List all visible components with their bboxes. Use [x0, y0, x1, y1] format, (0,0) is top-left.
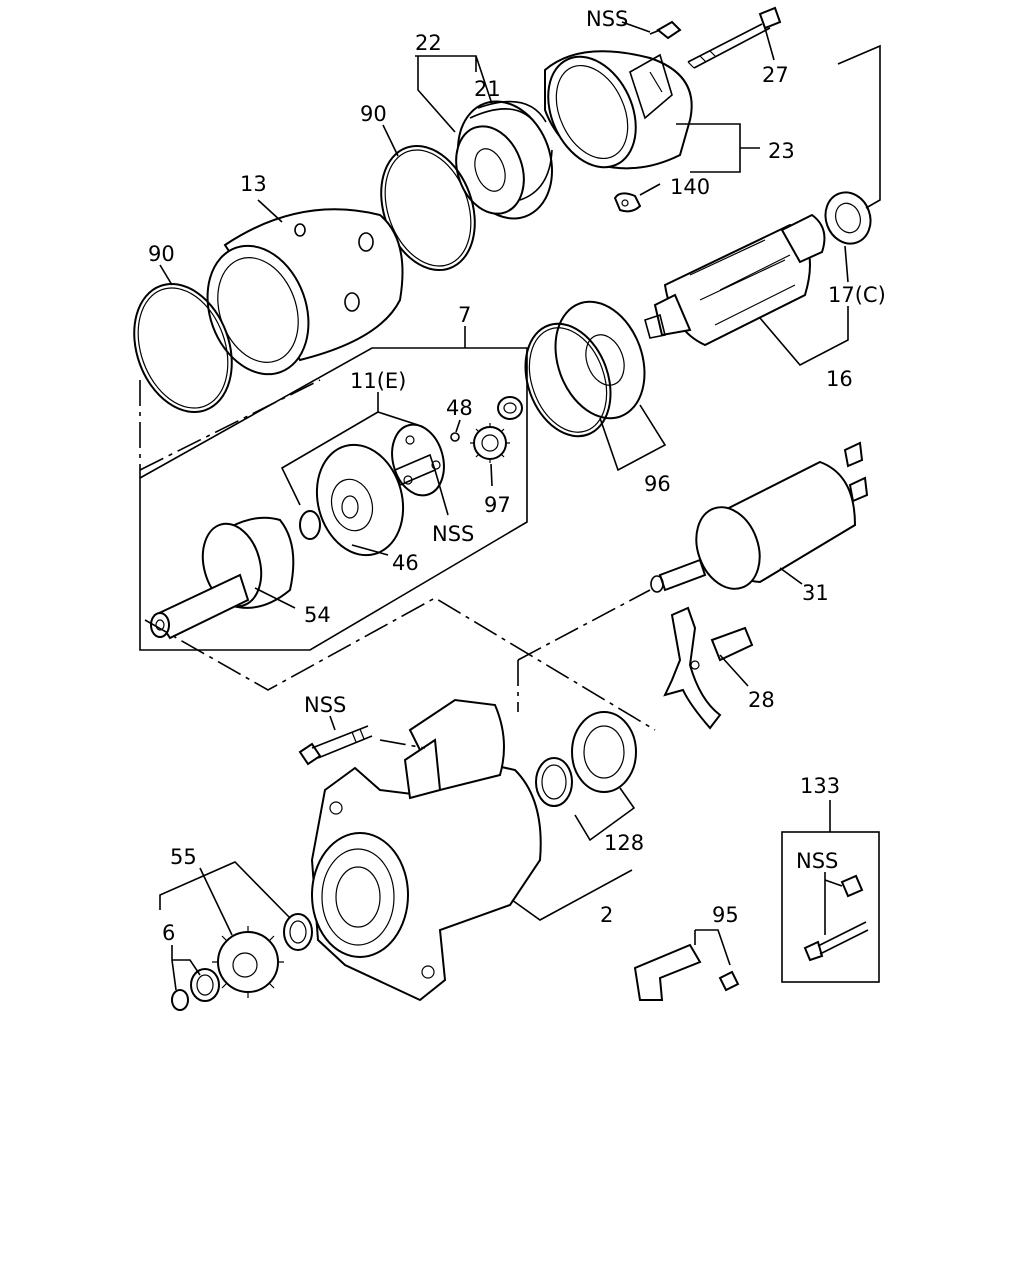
centerlines	[139, 379, 656, 749]
label-46: 46	[392, 551, 419, 575]
label-nss-mid: NSS	[432, 522, 474, 546]
label-2: 2	[600, 903, 613, 927]
label-17c: 17(C)	[828, 283, 886, 307]
label-21: 21	[474, 77, 501, 101]
label-133: 133	[800, 774, 840, 798]
label-22: 22	[415, 31, 442, 55]
gear-set-box-7	[139, 347, 528, 651]
label-23: 23	[768, 139, 795, 163]
label-55: 55	[170, 845, 197, 869]
label-6: 6	[162, 921, 175, 945]
brush-holder-21	[455, 100, 554, 220]
pinion-55	[212, 926, 284, 998]
nss-screw-top	[649, 20, 682, 40]
through-bolt-27	[687, 6, 782, 69]
bearing-128	[535, 711, 637, 807]
bushing-top	[497, 396, 523, 420]
label-13: 13	[240, 172, 267, 196]
internal-gear-46	[315, 443, 405, 557]
terminal-140	[613, 192, 642, 213]
label-90-top: 90	[360, 102, 387, 126]
label-48: 48	[446, 396, 473, 420]
label-28: 28	[748, 688, 775, 712]
label-140: 140	[670, 175, 710, 199]
pinion-stop-6	[171, 968, 220, 1011]
washer-small	[299, 510, 321, 540]
label-95: 95	[712, 903, 739, 927]
shift-lever-28	[663, 606, 754, 730]
solenoid-31	[650, 441, 869, 593]
yoke-13	[206, 208, 404, 376]
armature-16	[644, 213, 826, 347]
planet-gear-97	[470, 423, 510, 463]
label-96: 96	[644, 472, 671, 496]
label-16: 16	[826, 367, 853, 391]
label-90-left: 90	[148, 242, 175, 266]
label-31: 31	[802, 581, 829, 605]
bracket-95	[633, 943, 740, 1001]
clutch-54	[150, 516, 295, 640]
label-7: 7	[458, 303, 471, 327]
label-97: 97	[484, 493, 511, 517]
housing-2	[310, 698, 542, 1002]
rear-cover-23	[544, 50, 693, 170]
o-ring-90-left	[133, 283, 233, 413]
label-27: 27	[762, 63, 789, 87]
label-11e: 11(E)	[350, 369, 406, 393]
leader-lines	[159, 21, 881, 991]
label-54: 54	[304, 603, 331, 627]
bearing-17c	[824, 191, 872, 245]
stop-collar	[283, 913, 313, 951]
label-nss-bolt: NSS	[304, 693, 346, 717]
nss-bolt-housing	[298, 725, 373, 766]
part-labels: NSS 27 22 21 90 23 140 13 90 17(C) 16 7 …	[148, 7, 886, 945]
label-128: 128	[604, 831, 644, 855]
ball-48	[450, 432, 460, 442]
plate-96	[524, 300, 646, 438]
label-nss-top: NSS	[586, 7, 628, 31]
label-nss-box: NSS	[796, 849, 838, 873]
